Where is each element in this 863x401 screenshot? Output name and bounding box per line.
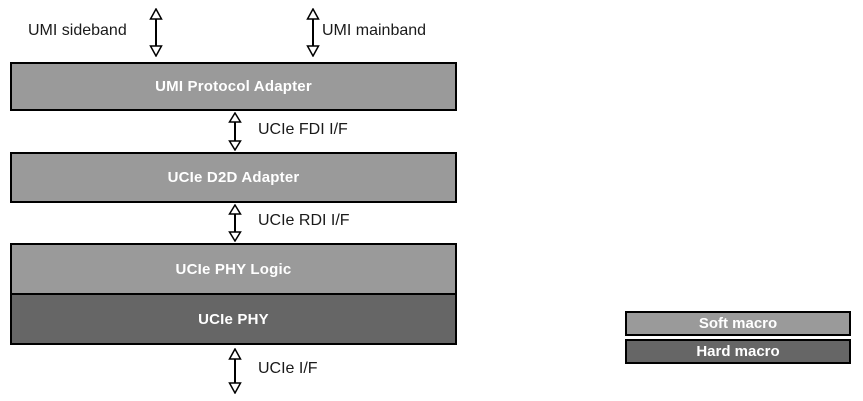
box-umi-protocol-adapter: UMI Protocol Adapter — [10, 62, 457, 111]
legend-soft-macro: Soft macro — [625, 311, 851, 336]
umi-sideband-double-arrow-icon — [149, 8, 163, 57]
ucie-interface-label: UCIe I/F — [258, 360, 318, 377]
ucie-fdi-interface-label: UCIe FDI I/F — [258, 121, 348, 138]
box-ucie-phy-label: UCIe PHY — [198, 310, 269, 328]
box-umi-protocol-adapter-label: UMI Protocol Adapter — [155, 78, 312, 95]
box-ucie-phy-logic-label: UCIe PHY Logic — [175, 260, 292, 278]
legend-hard-macro-label: Hard macro — [696, 343, 780, 360]
umi-mainband-double-arrow-icon — [306, 8, 320, 57]
ucie-rdi-interface-label: UCIe RDI I/F — [258, 212, 350, 229]
legend-hard-macro: Hard macro — [625, 339, 851, 364]
umi-mainband-label: UMI mainband — [322, 22, 427, 39]
ucie-fdi-double-arrow-icon — [228, 112, 242, 151]
ucie-rdi-double-arrow-icon — [228, 204, 242, 242]
box-ucie-phy-logic: UCIe PHY Logic — [10, 243, 457, 295]
box-ucie-d2d-adapter: UCIe D2D Adapter — [10, 152, 457, 203]
umi-sideband-label: UMI sideband — [28, 22, 127, 39]
box-ucie-phy: UCIe PHY — [10, 293, 457, 345]
box-ucie-d2d-adapter-label: UCIe D2D Adapter — [167, 169, 300, 186]
legend-soft-macro-label: Soft macro — [698, 315, 778, 332]
ucie-if-double-arrow-icon — [228, 348, 242, 394]
